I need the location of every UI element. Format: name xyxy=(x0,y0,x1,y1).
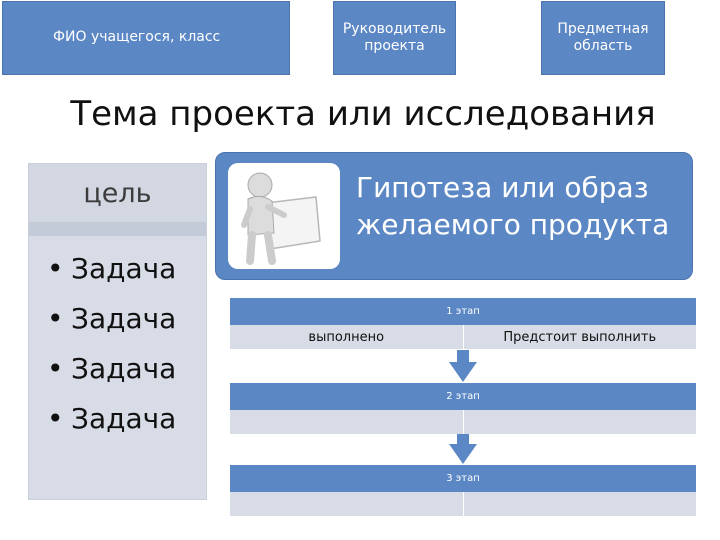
subject-area-box: Предметная область xyxy=(541,1,665,75)
stage-body xyxy=(230,410,696,434)
person-with-board-icon xyxy=(228,163,340,269)
project-lead-box: Руководитель проекта xyxy=(333,1,456,75)
stage-body: выполнено Предстоит выполнить xyxy=(230,325,696,349)
arrow-down-icon xyxy=(449,362,477,382)
bullet-icon: • xyxy=(47,244,71,294)
list-item: •Задача xyxy=(47,394,176,444)
arrow-down-icon xyxy=(449,444,477,464)
student-name-class-label: ФИО учащегося, класс xyxy=(53,29,220,47)
student-name-class-box: ФИО учащегося, класс xyxy=(2,1,290,75)
task-label: Задача xyxy=(71,352,176,385)
stage-body xyxy=(230,492,696,516)
stage-1: 1 этап выполнено Предстоит выполнить xyxy=(230,298,696,349)
subject-area-label: Предметная область xyxy=(542,21,664,56)
stage-todo-cell xyxy=(464,492,697,516)
task-label: Задача xyxy=(71,302,176,335)
stage-3: 3 этап xyxy=(230,465,696,516)
hypothesis-label: Гипотеза или образ желаемого продукта xyxy=(344,169,704,243)
person-with-board-illustration xyxy=(228,163,340,269)
goal-header: цель xyxy=(29,164,206,222)
stage-todo-cell: Предстоит выполнить xyxy=(464,325,697,349)
goal-panel: цель •Задача •Задача •Задача •Задача xyxy=(28,163,207,500)
page-title: Тема проекта или исследования xyxy=(0,94,720,134)
list-item: •Задача xyxy=(47,244,176,294)
stage-done-cell xyxy=(230,410,464,434)
stage-todo-cell xyxy=(464,410,697,434)
task-list: •Задача •Задача •Задача •Задача xyxy=(47,244,176,444)
stage-2: 2 этап xyxy=(230,383,696,434)
stage-header: 1 этап xyxy=(230,298,696,325)
stage-done-cell xyxy=(230,492,464,516)
task-label: Задача xyxy=(71,402,176,435)
bullet-icon: • xyxy=(47,294,71,344)
stage-header: 2 этап xyxy=(230,383,696,410)
hypothesis-box: Гипотеза или образ желаемого продукта xyxy=(215,152,693,280)
list-item: •Задача xyxy=(47,344,176,394)
list-item: •Задача xyxy=(47,294,176,344)
task-label: Задача xyxy=(71,252,176,285)
bullet-icon: • xyxy=(47,394,71,444)
stage-header: 3 этап xyxy=(230,465,696,492)
bullet-icon: • xyxy=(47,344,71,394)
project-lead-label: Руководитель проекта xyxy=(334,21,455,56)
stage-done-cell: выполнено xyxy=(230,325,464,349)
goal-divider xyxy=(29,222,206,236)
